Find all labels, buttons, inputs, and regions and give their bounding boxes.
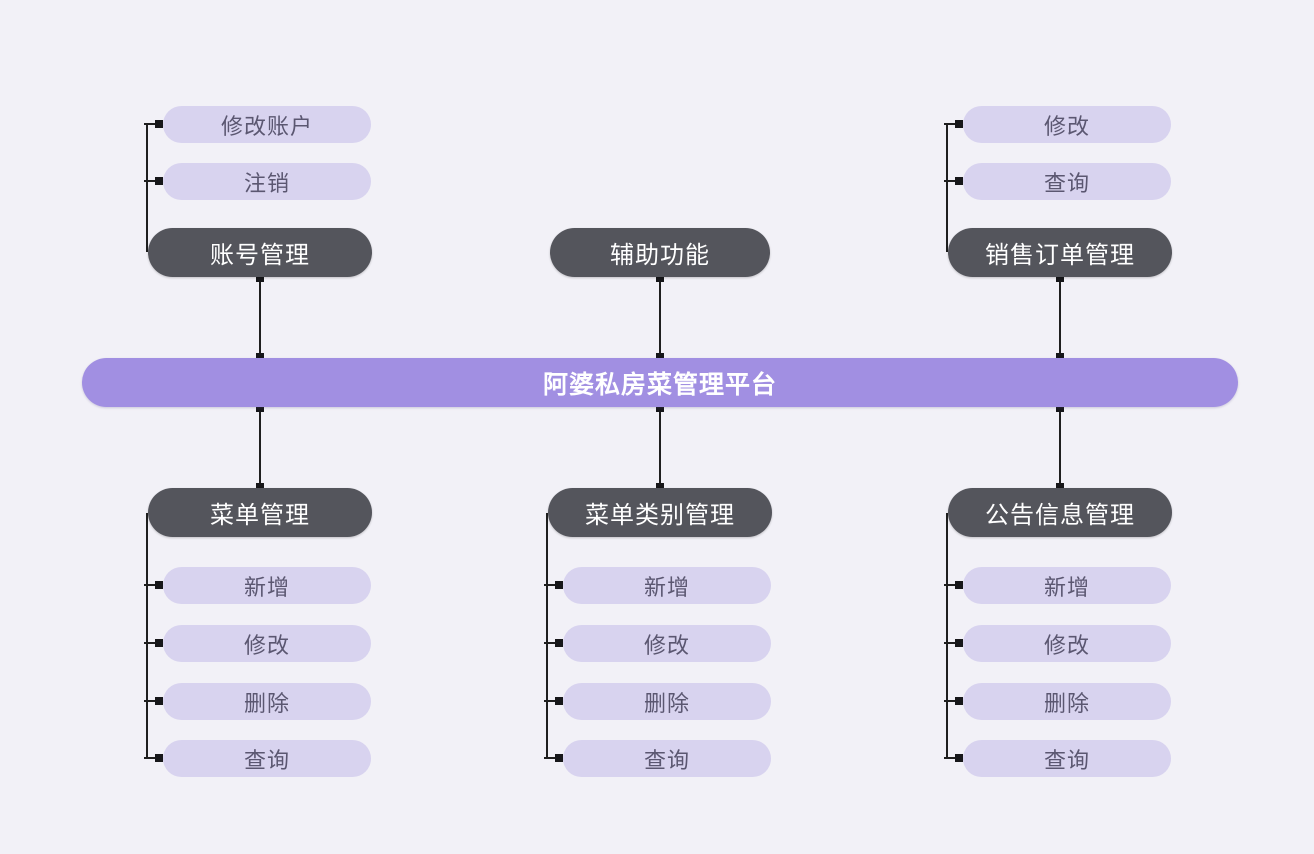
connector-tick <box>144 754 163 762</box>
connector-tick <box>944 697 963 705</box>
branch-node-account-management[interactable]: 账号管理 <box>148 228 372 277</box>
leaf-node-menu-modify[interactable]: 修改 <box>163 625 371 662</box>
leaf-node-menu-add[interactable]: 新增 <box>163 567 371 604</box>
leaf-node-logout[interactable]: 注销 <box>163 163 371 200</box>
branch-node-auxiliary-functions[interactable]: 辅助功能 <box>550 228 770 277</box>
connector-tick <box>544 639 563 647</box>
connector-trunk-menu-category <box>656 404 664 491</box>
connector-tick <box>144 639 163 647</box>
leaf-node-announcement-add[interactable]: 新增 <box>963 567 1171 604</box>
connector-rail-menu-category <box>546 513 548 759</box>
branch-node-menu-management[interactable]: 菜单管理 <box>148 488 372 537</box>
connector-tick <box>144 177 163 185</box>
connector-tick <box>944 120 963 128</box>
leaf-node-announcement-query[interactable]: 查询 <box>963 740 1171 777</box>
connector-rail-menu <box>146 513 148 759</box>
leaf-node-modify-account[interactable]: 修改账户 <box>163 106 371 143</box>
connector-tick <box>544 697 563 705</box>
connector-trunk-menu <box>256 404 264 491</box>
connector-trunk-sales-order <box>1056 274 1064 361</box>
branch-node-sales-order-management[interactable]: 销售订单管理 <box>948 228 1172 277</box>
connector-trunk-auxiliary <box>656 274 664 361</box>
connector-tick <box>144 697 163 705</box>
connector-rail-account <box>146 124 148 252</box>
connector-tick <box>944 639 963 647</box>
leaf-node-category-delete[interactable]: 删除 <box>563 683 771 720</box>
leaf-node-category-modify[interactable]: 修改 <box>563 625 771 662</box>
leaf-node-announcement-delete[interactable]: 删除 <box>963 683 1171 720</box>
connector-tick <box>544 581 563 589</box>
branch-node-menu-category-management[interactable]: 菜单类别管理 <box>548 488 772 537</box>
connector-rail-announcement <box>946 513 948 759</box>
leaf-node-sales-modify[interactable]: 修改 <box>963 106 1171 143</box>
leaf-node-announcement-modify[interactable]: 修改 <box>963 625 1171 662</box>
connector-tick <box>944 754 963 762</box>
branch-node-announcement-management[interactable]: 公告信息管理 <box>948 488 1172 537</box>
connector-trunk-announcement <box>1056 404 1064 491</box>
connector-tick <box>544 754 563 762</box>
root-node-platform[interactable]: 阿婆私房菜管理平台 <box>82 358 1238 407</box>
connector-tick <box>944 581 963 589</box>
leaf-node-menu-query[interactable]: 查询 <box>163 740 371 777</box>
connector-rail-sales-order <box>946 124 948 252</box>
leaf-node-category-add[interactable]: 新增 <box>563 567 771 604</box>
connector-tick <box>144 120 163 128</box>
connector-trunk-account <box>256 274 264 361</box>
connector-tick <box>944 177 963 185</box>
connector-tick <box>144 581 163 589</box>
leaf-node-menu-delete[interactable]: 删除 <box>163 683 371 720</box>
leaf-node-category-query[interactable]: 查询 <box>563 740 771 777</box>
leaf-node-sales-query[interactable]: 查询 <box>963 163 1171 200</box>
